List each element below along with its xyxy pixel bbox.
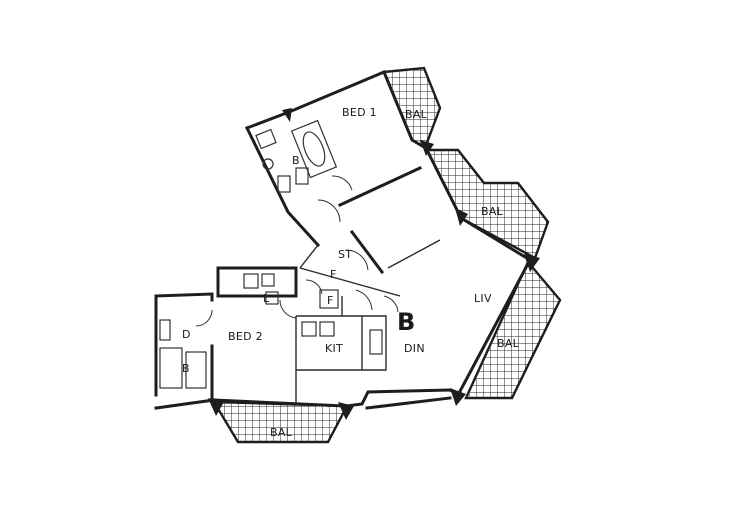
fixtures (159, 119, 383, 389)
room-labels: BED 1 B ST F F L D BED 2 B KIT DIN LIV B (182, 106, 492, 375)
doors (195, 175, 399, 327)
label-kitchen: KIT (325, 342, 343, 355)
walls (154, 70, 533, 410)
label-bed1-bath: B (292, 154, 300, 167)
balcony-upper (425, 148, 550, 260)
balcony-labels: BAL BAL BAL BAL (270, 108, 520, 439)
label-dining: DIN (404, 342, 425, 355)
label-bed1: BED 1 (342, 106, 377, 119)
label-laundry: L (263, 292, 270, 305)
label-balcony-right: BAL (497, 337, 520, 350)
bathtub-left (159, 347, 183, 389)
label-bed2-bath: B (182, 362, 190, 375)
balconies (211, 66, 562, 444)
balcony-right (464, 259, 562, 400)
structural-columns (208, 108, 540, 420)
label-den: D (182, 328, 191, 341)
label-balcony-bed1: BAL (405, 108, 428, 121)
label-living: LIV (474, 292, 492, 305)
label-foyer-1: F (330, 268, 337, 281)
label-balcony-upper: BAL (481, 205, 504, 218)
label-foyer-2: F (327, 294, 334, 307)
label-balcony-bottom: BAL (270, 426, 293, 439)
label-storage: ST (338, 248, 352, 261)
unit-label: B (397, 308, 415, 336)
bathtub (290, 119, 338, 179)
label-bed2: BED 2 (228, 330, 263, 343)
kitchen-counter (301, 321, 317, 337)
